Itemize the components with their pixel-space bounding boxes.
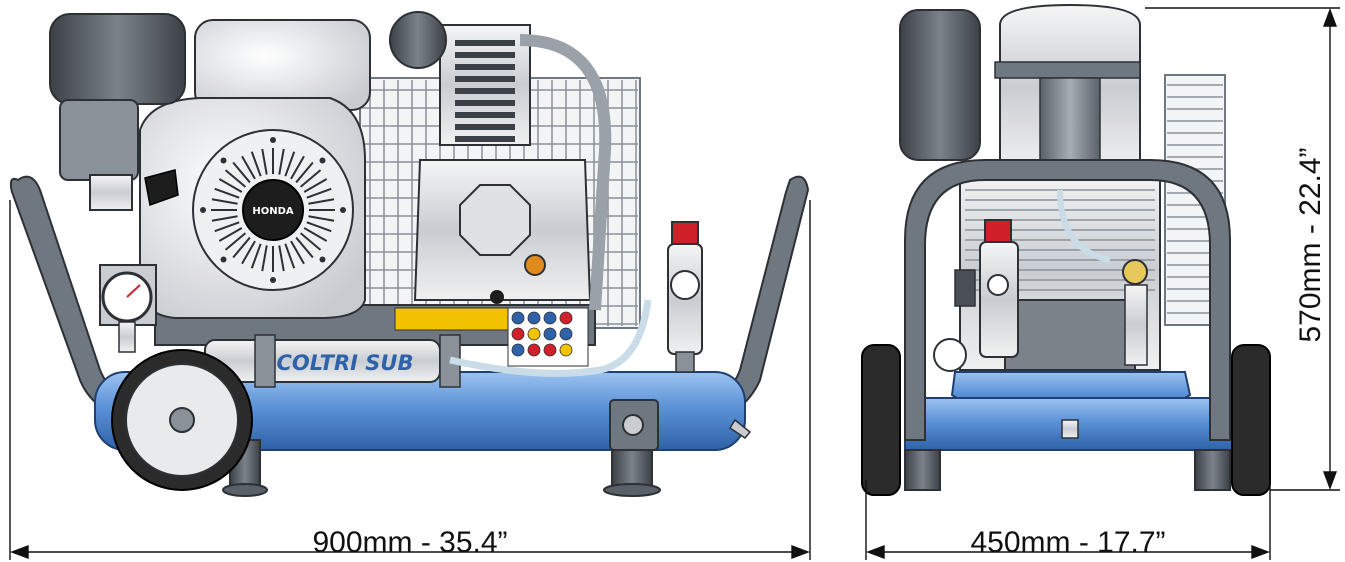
starter-fins — [200, 137, 346, 283]
cooling-fin — [455, 40, 515, 46]
muffler — [89, 174, 133, 211]
warning-symbol-icon — [511, 311, 525, 325]
starter-fin — [308, 215, 335, 222]
warning-symbol-icon — [543, 343, 557, 357]
warning-symbol-icon — [527, 343, 541, 357]
starter-bolt — [200, 207, 206, 213]
safety-valve-cap — [671, 221, 699, 245]
starter-fin — [306, 187, 332, 199]
starter-fin — [278, 245, 285, 272]
front-view — [861, 3, 1271, 496]
starter-fin — [308, 198, 335, 205]
cooling-fin — [455, 124, 515, 130]
engine: HONDA — [49, 13, 371, 319]
starter-bolt — [319, 157, 326, 164]
air-filter-front — [899, 9, 981, 161]
drain-valve-icon — [728, 418, 752, 439]
frame-arch-front — [904, 159, 1231, 441]
cooling-fin — [455, 100, 515, 106]
starter-bolt — [220, 256, 227, 263]
starter-handle — [144, 169, 179, 207]
wheel-front-left — [861, 344, 901, 496]
starter-fin — [232, 161, 251, 184]
compressor-pump — [389, 11, 612, 311]
cooling-fin — [455, 76, 515, 82]
cooling-fin — [455, 136, 515, 142]
dimension-lines — [9, 7, 1340, 560]
starter-bolt — [319, 256, 326, 263]
starter-fin — [295, 161, 314, 184]
starter-fin — [241, 240, 256, 265]
starter-fin — [224, 169, 247, 188]
starter-fin — [261, 148, 268, 175]
warning-symbol-icon — [527, 327, 541, 341]
warning-symbol-icon — [559, 327, 573, 341]
safety-valve-cap-front — [984, 219, 1012, 243]
starter-fin — [250, 243, 262, 269]
starter-fin — [214, 221, 240, 233]
side-view: HONDA — [9, 11, 810, 497]
cooling-fin — [455, 88, 515, 94]
oil-sight-glass — [524, 254, 546, 276]
fuel-tank — [194, 19, 371, 111]
cooling-fin — [455, 52, 515, 58]
cooling-fin — [455, 64, 515, 70]
starter-fin — [306, 221, 332, 233]
pressure-gauge — [99, 264, 157, 353]
air-hose — [449, 299, 652, 377]
cooling-fin — [455, 112, 515, 118]
starter-fin — [278, 148, 285, 175]
starter-fin — [232, 236, 251, 259]
starter-fin — [290, 155, 305, 180]
wheel-left — [111, 349, 253, 491]
warning-symbol-icon — [559, 343, 573, 357]
starter-bolt — [270, 137, 276, 143]
starter-fin — [214, 187, 240, 199]
starter-fin — [218, 178, 243, 193]
warning-symbol-icon — [543, 327, 557, 341]
starter-fin — [261, 245, 268, 272]
starter-bolt — [270, 277, 276, 283]
starter-bolt — [340, 207, 346, 213]
product-brand-label: COLTRI SUB — [277, 351, 414, 375]
warning-icons — [511, 311, 573, 357]
starter-fin — [250, 151, 262, 177]
gauge-front — [933, 338, 967, 372]
starter-fin — [224, 232, 247, 251]
engine-badge — [242, 179, 304, 241]
starter-fin — [218, 227, 243, 242]
air-filter — [49, 13, 186, 105]
starter-fin — [284, 151, 296, 177]
starter-fin — [284, 243, 296, 269]
filter-cartridge: COLTRI SUB — [204, 334, 461, 388]
starter-fin — [211, 198, 238, 205]
warning-symbol-icon — [511, 327, 525, 341]
head-fins — [455, 40, 515, 142]
starter-fin — [211, 215, 238, 222]
starter-fin — [303, 178, 328, 193]
intake-filter — [389, 11, 447, 69]
starter-fin — [290, 240, 305, 265]
warning-symbol-icon — [527, 311, 541, 325]
height-dimension-label: 570mm - 22.4” — [1294, 147, 1327, 342]
starter-fin — [295, 236, 314, 259]
width-dimension-label: 900mm - 35.4” — [312, 526, 507, 559]
warning-symbol-icon — [511, 343, 525, 357]
starter-fin — [303, 227, 328, 242]
starter-fin — [241, 155, 256, 180]
wheel-front-right — [1231, 344, 1271, 496]
warning-symbol-icon — [543, 311, 557, 325]
starter-fin — [299, 169, 322, 188]
depth-dimension-label: 450mm - 17.7” — [970, 526, 1165, 559]
starter-fin — [299, 232, 322, 251]
regulator — [667, 221, 703, 373]
starter-bolt — [220, 157, 227, 164]
warning-symbol-icon — [559, 311, 573, 325]
engine-brand-label: HONDA — [252, 206, 294, 217]
warning-labels — [394, 307, 589, 367]
